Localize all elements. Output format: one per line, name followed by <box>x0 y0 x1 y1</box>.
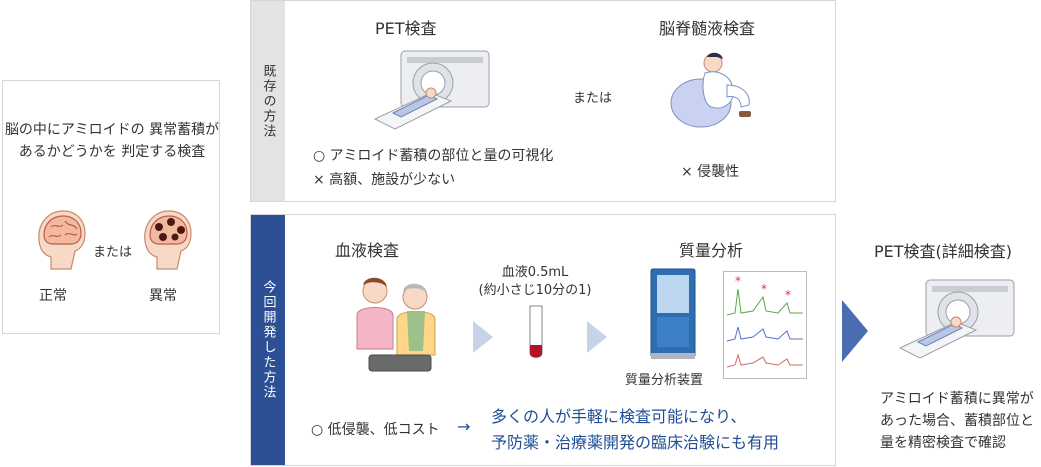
pet-title: PET検査 <box>375 19 437 38</box>
mass-spec-device-label: 質量分析装置 <box>625 373 704 388</box>
left-panel: 脳の中にアミロイドの 異常蓄積があるかどうかを 判定する検査 または 正常 異常 <box>2 80 220 334</box>
blood-test-merit: ○ 低侵襲、低コスト <box>311 422 440 438</box>
pet-demerit: × 高額、施設が少ない <box>313 172 456 188</box>
test-description: 脳の中にアミロイドの 異常蓄積があるかどうかを 判定する検査 <box>4 122 220 160</box>
mass-spec-title: 質量分析 <box>679 241 744 260</box>
csf-demerit: × 侵襲性 <box>681 164 740 180</box>
existing-methods-panel: 既存の方法 PET検査 または 脳脊髄液検査 ○ アミロイド蓄積の部位と量の可視… <box>250 0 836 202</box>
or-label: または <box>93 245 133 260</box>
new-method-tab-label: 今回開発した方法 <box>260 280 276 400</box>
test-tube-icon <box>529 305 543 358</box>
benefit-line-2: 予防薬・治療薬開発の臨床治験にも有用 <box>491 433 780 452</box>
normal-label: 正常 <box>39 288 67 304</box>
blood-volume-note: (約小さじ10分の1) <box>478 283 592 298</box>
svg-text:*: * <box>761 282 767 296</box>
chevron-right-icon <box>587 321 607 353</box>
svg-text:*: * <box>785 288 791 302</box>
detail-pet-title: PET検査(詳細検査) <box>874 242 1013 261</box>
pet-scanner-icon <box>373 50 490 130</box>
detail-desc-line-2: あった場合、蓄積部位と <box>880 413 1034 429</box>
detail-desc-line-3: 量を精密検査で確認 <box>880 435 1006 451</box>
abnormal-brain-icon <box>144 210 192 270</box>
detail-desc-line-1: アミロイド蓄積に異常が <box>880 391 1034 407</box>
new-method-tab: 今回開発した方法 <box>251 215 285 465</box>
abnormal-label: 異常 <box>149 288 177 304</box>
blood-volume-label: 血液0.5mL <box>501 265 569 280</box>
or-label: または <box>573 91 613 106</box>
pet-merit: ○ アミロイド蓄積の部位と量の可視化 <box>313 148 554 164</box>
result-arrow: → <box>457 417 471 436</box>
blood-test-title: 血液検査 <box>335 241 400 260</box>
spectrum-chart-icon: * * * <box>723 271 807 379</box>
blood-draw-icon <box>356 277 436 372</box>
normal-brain-icon <box>38 210 86 270</box>
csf-patient-icon <box>670 52 751 128</box>
csf-title: 脳脊髄液検査 <box>659 19 756 38</box>
pet-scanner-icon <box>898 279 1015 359</box>
mass-spectrometer-icon <box>650 268 696 359</box>
svg-text:*: * <box>735 274 741 288</box>
chevron-right-icon <box>473 321 493 353</box>
benefit-line-1: 多くの人が手軽に検査可能になり、 <box>491 407 747 426</box>
chevron-right-icon <box>842 300 868 362</box>
existing-methods-tab: 既存の方法 <box>251 1 285 201</box>
new-method-panel: 今回開発した方法 血液検査 血液0.5mL (約小さじ10分の1) 質量分析 質… <box>250 214 836 466</box>
existing-methods-tab-label: 既存の方法 <box>260 63 276 139</box>
